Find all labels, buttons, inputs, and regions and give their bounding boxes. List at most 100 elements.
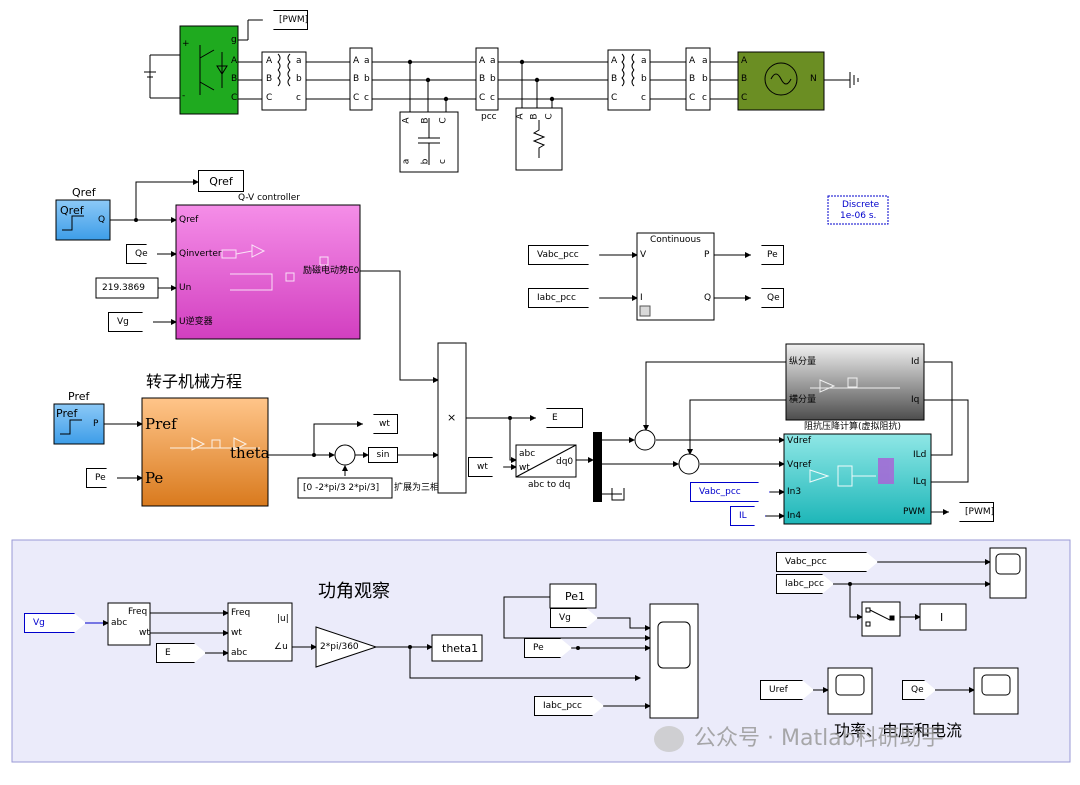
- controller-cyan-block[interactable]: [783, 433, 932, 525]
- vabc-pcc-from-tag[interactable]: Vabc_pcc: [528, 245, 600, 265]
- pq-out-q: Q: [704, 293, 712, 303]
- pref-step-title: Pref: [68, 390, 90, 403]
- pcc-port-b: B: [479, 74, 486, 84]
- transformer-1[interactable]: [261, 51, 307, 111]
- t2-port-b: B: [611, 74, 618, 84]
- cap-port-b: B: [420, 117, 431, 124]
- pcc-measurement-block[interactable]: [475, 47, 499, 111]
- t2-port-a: A: [611, 56, 618, 66]
- measurement-block-3[interactable]: [685, 47, 711, 111]
- grid-source[interactable]: [737, 51, 825, 111]
- pref-step-block[interactable]: [53, 403, 105, 445]
- pll-port-freq: Freq: [128, 607, 148, 617]
- pwm-goto-tag[interactable]: [PWM]: [948, 502, 994, 522]
- pref-step-block-label: Pref: [56, 407, 78, 420]
- grid-port-a: A: [741, 56, 748, 66]
- qe-from-tag-observe[interactable]: Qe: [902, 680, 936, 700]
- sine-icon: [770, 73, 792, 85]
- resistor-icon: [532, 120, 546, 158]
- qv-out-e0: 励磁电动势E0: [303, 266, 360, 276]
- cap-port-a2: a: [401, 158, 412, 165]
- qref-goto[interactable]: Qref: [198, 170, 244, 192]
- powergui-solver-block[interactable]: [827, 195, 889, 225]
- phase-sum-block[interactable]: [334, 444, 356, 466]
- pll-block[interactable]: [107, 602, 151, 646]
- t1-port-c: C: [266, 93, 273, 103]
- i-goto-block[interactable]: [919, 603, 967, 631]
- vabc-pcc-from-tag-observe[interactable]: Vabc_pcc: [776, 552, 878, 572]
- top-right-scope-screen-icon: [995, 553, 1021, 575]
- vq-sum-block[interactable]: [678, 453, 700, 475]
- rotor-in-pref: Pref: [145, 415, 177, 433]
- pe-junction: [576, 646, 580, 650]
- pcc-label: pcc: [481, 112, 497, 122]
- qref-step-title: Qref: [72, 186, 96, 199]
- solver-line-2: 1e-06 s.: [840, 211, 877, 221]
- step-icon: [62, 215, 84, 231]
- pcc-port-b2: b: [490, 74, 496, 84]
- pe-from-tag-rotor[interactable]: Pe: [86, 468, 118, 488]
- vd-sum-block[interactable]: [634, 429, 656, 451]
- qe-goto-tag[interactable]: Qe: [750, 288, 784, 308]
- iabc-junction: [848, 582, 852, 586]
- uref-from-tag[interactable]: Uref: [760, 680, 814, 700]
- qv-controller-block[interactable]: [175, 204, 361, 340]
- pwm-from-tag[interactable]: [PWM]: [262, 10, 308, 30]
- cap-port-b2: b: [420, 158, 431, 165]
- iabc-pcc-from-tag[interactable]: Iabc_pcc: [528, 288, 600, 308]
- qe-from-tag[interactable]: Qe: [126, 244, 158, 264]
- cap-port-c: C: [438, 117, 449, 124]
- wt-goto-tag[interactable]: wt: [362, 414, 398, 434]
- pe1-block[interactable]: [549, 583, 597, 609]
- theta-junction: [312, 453, 316, 457]
- pq-in-i: I: [640, 293, 643, 303]
- impedance-inner-icon: [810, 377, 900, 393]
- i-goto-label: I: [940, 611, 944, 624]
- inv-port-c: C: [231, 93, 238, 103]
- wt-from-tag[interactable]: wt: [468, 457, 504, 477]
- terminator-icon: [611, 488, 625, 501]
- continuous-config-icon: [639, 305, 651, 317]
- transformer-2[interactable]: [607, 49, 651, 111]
- m1-port-b: B: [353, 74, 360, 84]
- inverter-bridge[interactable]: [179, 25, 239, 115]
- e-from-tag[interactable]: E: [156, 643, 206, 663]
- pcc-port-c: C: [479, 93, 486, 103]
- theta1-block[interactable]: [431, 634, 483, 662]
- rad-to-deg-gain-block[interactable]: [315, 626, 378, 668]
- rotor-mechanical-block[interactable]: [141, 397, 269, 507]
- observe-wires: [84, 559, 991, 709]
- inv-port-g: g: [231, 35, 237, 45]
- phase-constant-block[interactable]: [297, 477, 393, 499]
- rotor-in-pe: Pe: [145, 469, 164, 487]
- vg-from-tag-observe[interactable]: Vg: [24, 613, 86, 633]
- e-goto-tag[interactable]: E: [535, 408, 583, 428]
- sin-block[interactable]: sin: [368, 447, 398, 463]
- grid-port-n: N: [810, 74, 817, 84]
- gray-in-q: 横分量: [789, 395, 817, 405]
- un-constant-block[interactable]: [95, 277, 159, 299]
- vg-from-tag[interactable]: Vg: [108, 312, 154, 332]
- demux-bar[interactable]: [593, 432, 602, 502]
- pe-from-tag-observe[interactable]: Pe: [524, 638, 572, 658]
- vg-from-tag-2[interactable]: Vg: [550, 608, 598, 628]
- measurement-block-1[interactable]: [349, 47, 373, 111]
- t1-port-b: B: [266, 74, 273, 84]
- vabc-pcc-from-tag-2[interactable]: Vabc_pcc: [690, 482, 770, 502]
- grid-port-c: C: [741, 93, 748, 103]
- il-from-tag[interactable]: IL: [730, 506, 766, 526]
- observe-title: 功角观察: [318, 581, 390, 602]
- seq-in-abc: abc: [231, 648, 248, 658]
- qref-step-block[interactable]: [55, 199, 111, 241]
- pq-out-p: P: [704, 250, 710, 260]
- abc-dq-caption: abc to dq: [528, 480, 571, 490]
- iabc-pcc-from-tag-observe[interactable]: Iabc_pcc: [534, 696, 604, 716]
- pq-in-v: V: [640, 250, 647, 260]
- pe-goto-tag[interactable]: Pe: [750, 245, 784, 265]
- solver-line-1: Discrete: [842, 200, 880, 210]
- virtual-impedance-block[interactable]: [785, 343, 925, 421]
- qe-scope-screen-icon: [981, 674, 1011, 696]
- sequence-analyzer-block[interactable]: [227, 602, 293, 662]
- iabc-pcc-from-tag-observe-2[interactable]: Iabc_pcc: [776, 574, 834, 594]
- product-block[interactable]: [437, 342, 467, 494]
